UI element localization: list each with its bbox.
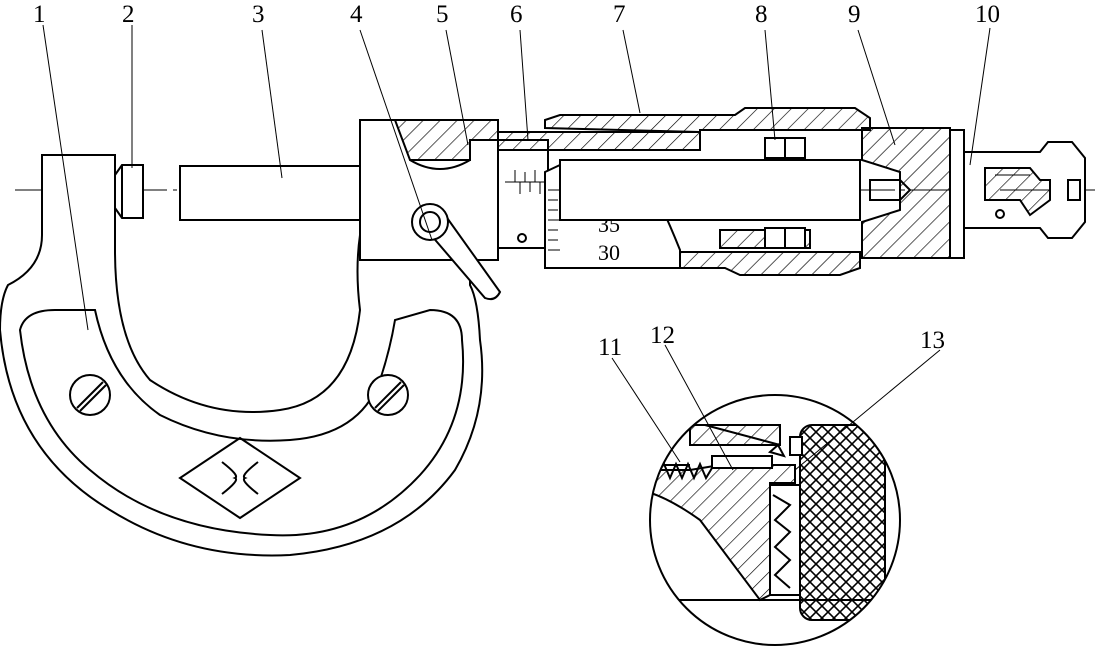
sleeve-ticks: [505, 170, 548, 194]
label-5: 5: [436, 1, 449, 28]
label-2: 2: [122, 1, 135, 28]
thimble-ticks: [548, 189, 560, 251]
label-3: 3: [252, 1, 265, 28]
label-13: 13: [920, 327, 945, 354]
label-9: 9: [848, 1, 861, 28]
screw-right: [367, 374, 409, 416]
thimble-scale-30: 30: [598, 240, 620, 265]
label-10: 10: [975, 1, 1000, 28]
logo-diamond: [178, 436, 302, 520]
ratchet-detail: [764, 137, 806, 249]
screw-left: [69, 374, 111, 416]
knurled-knob: [799, 424, 886, 621]
label-11: 11: [598, 334, 622, 361]
lock-lever: [411, 203, 502, 301]
label-1: 1: [33, 1, 46, 28]
label-8: 8: [755, 1, 768, 28]
spindle: [179, 165, 363, 221]
spring: [657, 461, 713, 481]
label-12: 12: [650, 322, 675, 349]
outer-tube: [544, 107, 871, 134]
label-6: 6: [510, 1, 523, 28]
label-7: 7: [613, 1, 626, 28]
anvil: [114, 164, 144, 219]
detail-view: [649, 394, 901, 646]
leader-lines: [42, 24, 991, 471]
label-4: 4: [350, 1, 363, 28]
